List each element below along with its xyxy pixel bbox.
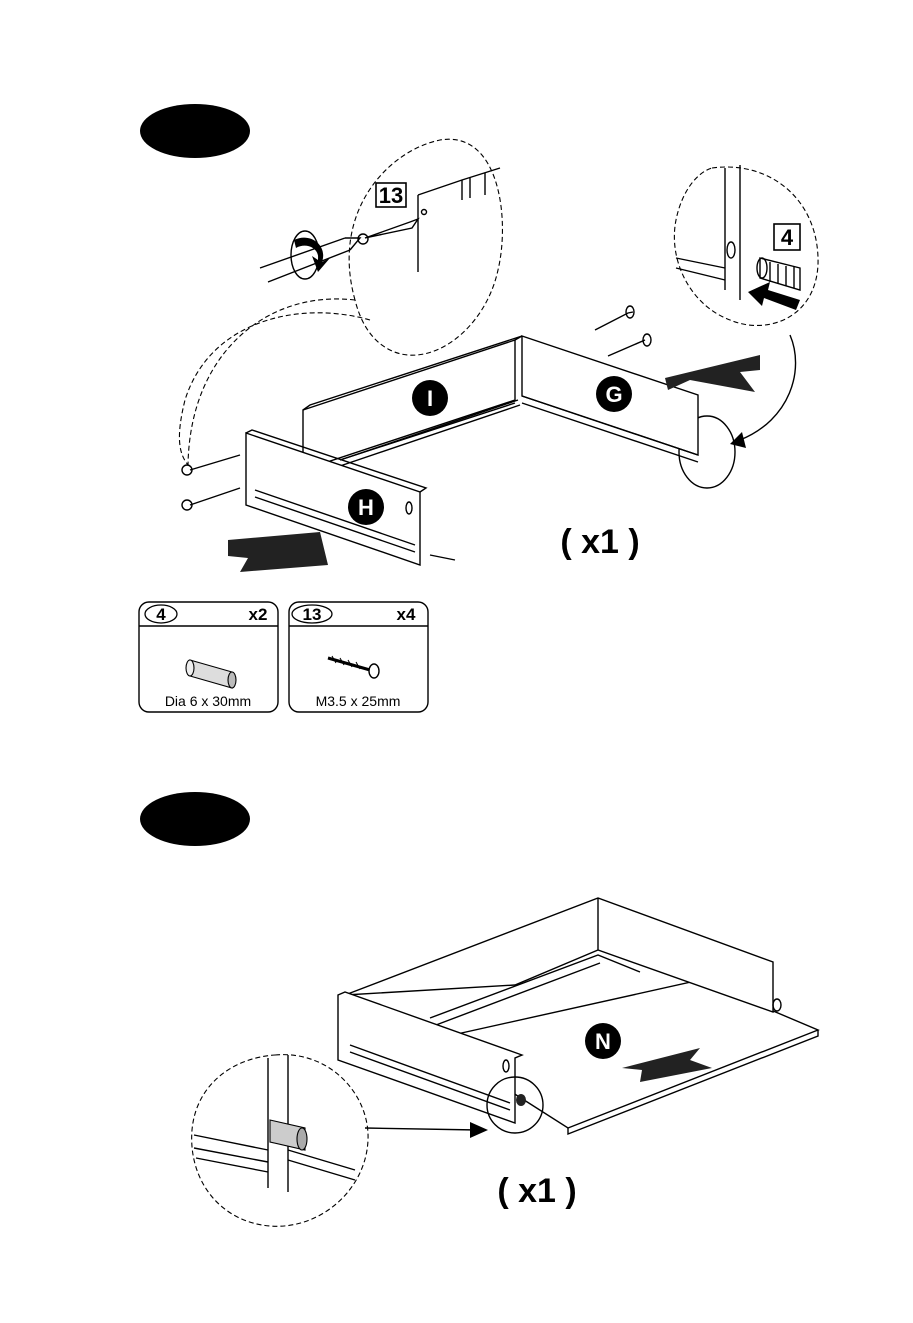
step-1-quantity: ( x1 ) xyxy=(560,523,639,561)
hardware-spec-4: Dia 6 x 30mm xyxy=(165,693,251,709)
part-label-n: N xyxy=(595,1029,611,1054)
hardware-id-13: 13 xyxy=(303,605,322,624)
step-1-badge xyxy=(140,104,250,158)
panel-g: G xyxy=(522,306,760,462)
dowel-callout-number: 4 xyxy=(781,225,794,250)
step-2-badge xyxy=(140,792,250,846)
hardware-spec-13: M3.5 x 25mm xyxy=(316,693,401,709)
step-2-quantity: ( x1 ) xyxy=(497,1172,576,1210)
hardware-id-4: 4 xyxy=(156,605,166,624)
screw-callout-number: 13 xyxy=(379,183,403,208)
part-label-h: H xyxy=(358,495,374,520)
drawer-assembly: N xyxy=(338,898,818,1134)
hardware-item-dowel: 4 x2 Dia 6 x 30mm xyxy=(139,602,278,712)
panel-i: I xyxy=(303,336,522,470)
hardware-qty-4: x2 xyxy=(249,605,268,624)
hardware-qty-13: x4 xyxy=(397,605,416,624)
part-label-i: I xyxy=(427,386,433,411)
part-label-g: G xyxy=(605,382,622,407)
hardware-item-screw: 13 x4 M3.5 x 25mm xyxy=(289,602,428,712)
